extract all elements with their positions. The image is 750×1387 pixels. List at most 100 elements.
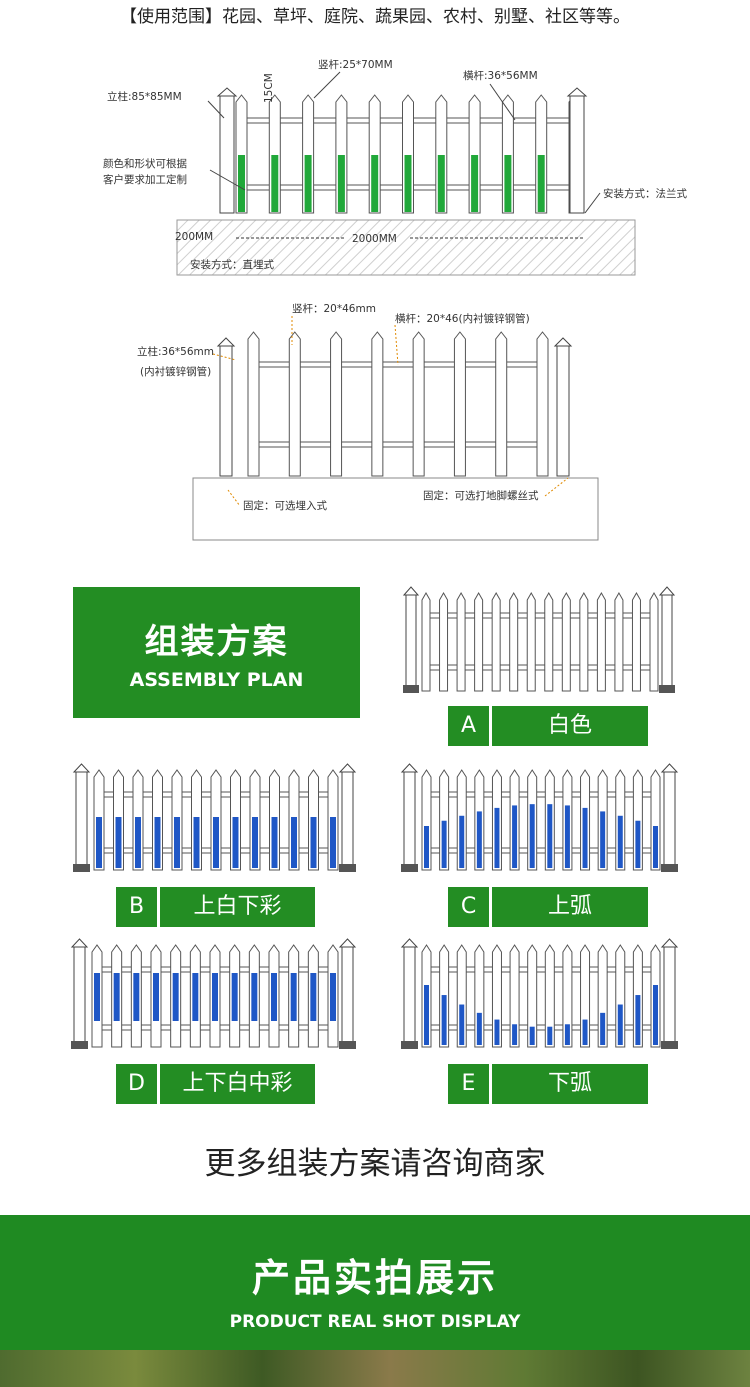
fence-picket-color bbox=[193, 817, 200, 868]
fence-picket-color bbox=[547, 1026, 553, 1045]
fence-picket-color bbox=[617, 815, 623, 868]
fence-picket-color bbox=[494, 807, 500, 868]
label-post: 立柱:85*85MM bbox=[107, 90, 182, 103]
option-c-letter: C bbox=[448, 887, 489, 927]
fence-post-left bbox=[219, 95, 235, 214]
fence-picket-color bbox=[437, 155, 445, 212]
fence-picket-color bbox=[459, 815, 465, 868]
fence-picket-color bbox=[271, 973, 277, 1021]
fence-picket-color bbox=[231, 973, 238, 1021]
fence-picket bbox=[247, 331, 260, 477]
fence-picket bbox=[421, 591, 431, 692]
fence-picket bbox=[561, 591, 571, 692]
fence-option-d bbox=[70, 938, 357, 1049]
fence-picket-color bbox=[424, 985, 429, 1045]
fence-picket bbox=[631, 591, 641, 692]
fence-picket-color bbox=[310, 817, 317, 868]
fence-post-cap bbox=[658, 586, 676, 596]
fence-post-cap bbox=[400, 938, 419, 948]
fence-picket-color bbox=[582, 1019, 588, 1045]
label-custom-2: 客户要求加工定制 bbox=[103, 173, 187, 186]
fence-picket-color bbox=[153, 973, 159, 1021]
fence-picket-color bbox=[304, 155, 312, 212]
fence-post-base bbox=[661, 1041, 678, 1049]
fence-picket-color bbox=[330, 973, 336, 1021]
fence-picket bbox=[474, 591, 484, 692]
assembly-title-cn: 组装方案 bbox=[144, 622, 289, 662]
fence-picket-color bbox=[337, 155, 345, 212]
fence-picket-color bbox=[232, 817, 239, 868]
fence-picket-color bbox=[94, 973, 100, 1021]
fence-post-left bbox=[405, 594, 417, 692]
fence-picket bbox=[544, 591, 554, 692]
fence-picket-color bbox=[529, 804, 535, 868]
fence-post-cap bbox=[72, 763, 91, 773]
leader-custom bbox=[209, 169, 246, 191]
label-gap: 15CM bbox=[263, 73, 275, 103]
fence-picket-color bbox=[424, 826, 429, 868]
fence-post-left bbox=[403, 771, 416, 871]
fence-picket-color bbox=[504, 155, 512, 212]
fence-post-right bbox=[341, 946, 354, 1048]
fence-post-base bbox=[73, 864, 90, 872]
display-title-cn: 产品实拍展示 bbox=[251, 1256, 498, 1300]
option-b-name: 上白下彩 bbox=[160, 887, 315, 927]
fence-picket-color bbox=[154, 817, 161, 868]
fence-post-cap bbox=[400, 763, 419, 773]
option-c-name: 上弧 bbox=[492, 887, 648, 927]
ground-block-2 bbox=[192, 477, 599, 541]
fence-picket-color bbox=[441, 995, 447, 1045]
fence-post-left bbox=[73, 946, 86, 1048]
fence-picket-color bbox=[135, 817, 141, 868]
fence-post-cap bbox=[660, 763, 679, 773]
fence-post-right bbox=[569, 95, 585, 214]
fence-post-right bbox=[556, 345, 570, 477]
option-b-letter: B bbox=[116, 887, 157, 927]
option-d-name: 上下白中彩 bbox=[160, 1064, 315, 1104]
leader-rail bbox=[489, 83, 516, 121]
label2-fix-right: 固定：可选打地脚螺丝式 bbox=[423, 489, 539, 502]
fence-picket-color bbox=[494, 1019, 500, 1045]
fence-picket bbox=[614, 591, 624, 692]
fence-picket-color bbox=[635, 820, 641, 868]
label-length: 2000MM bbox=[352, 233, 397, 245]
fence-picket-color bbox=[476, 1012, 482, 1045]
fence-picket bbox=[456, 591, 466, 692]
usage-text: 【使用范围】花园、草坪、庭院、蔬果园、农村、别墅、社区等等。 bbox=[120, 7, 630, 27]
fence-picket-color bbox=[617, 1004, 623, 1045]
fence-picket-color bbox=[133, 973, 140, 1021]
label-rail: 横杆:36*56MM bbox=[463, 69, 538, 82]
fence-option-e bbox=[400, 938, 679, 1049]
fence-post-base bbox=[661, 864, 678, 872]
fence-picket-color bbox=[653, 985, 658, 1045]
fence-post-cap bbox=[70, 938, 89, 948]
fence-picket-color bbox=[371, 155, 379, 212]
fence-picket bbox=[453, 331, 466, 477]
fence-post-cap bbox=[566, 87, 588, 97]
product-photo-strip bbox=[0, 1350, 750, 1387]
fence-picket bbox=[544, 944, 555, 1048]
option-d-letter: D bbox=[116, 1064, 157, 1104]
fence-post-right bbox=[341, 771, 354, 871]
label2-picket: 竖杆：20*46mm bbox=[292, 302, 376, 315]
fence-picket-color bbox=[291, 817, 297, 868]
option-a-name: 白色 bbox=[492, 706, 648, 746]
fence-post-left bbox=[219, 345, 233, 477]
fence-picket bbox=[288, 331, 301, 477]
fence-picket bbox=[527, 944, 538, 1048]
fence-picket bbox=[491, 591, 501, 692]
fence-post-cap bbox=[338, 938, 357, 948]
label-depth: 200MM bbox=[175, 231, 213, 243]
fence-picket-color bbox=[212, 973, 218, 1021]
ground-block bbox=[176, 219, 636, 276]
leader-post bbox=[207, 100, 225, 119]
fence-picket-color bbox=[213, 817, 219, 868]
fence-picket-color bbox=[115, 817, 122, 868]
fence-picket bbox=[509, 591, 519, 692]
fence-picket-color bbox=[512, 1024, 518, 1045]
fence-picket-color bbox=[582, 807, 588, 868]
fence-option-a bbox=[402, 586, 676, 693]
fence-picket-color bbox=[252, 817, 258, 868]
label2-rail: 横杆：20*46(内衬镀锌钢管) bbox=[395, 312, 530, 325]
fence-post-cap bbox=[402, 586, 420, 596]
